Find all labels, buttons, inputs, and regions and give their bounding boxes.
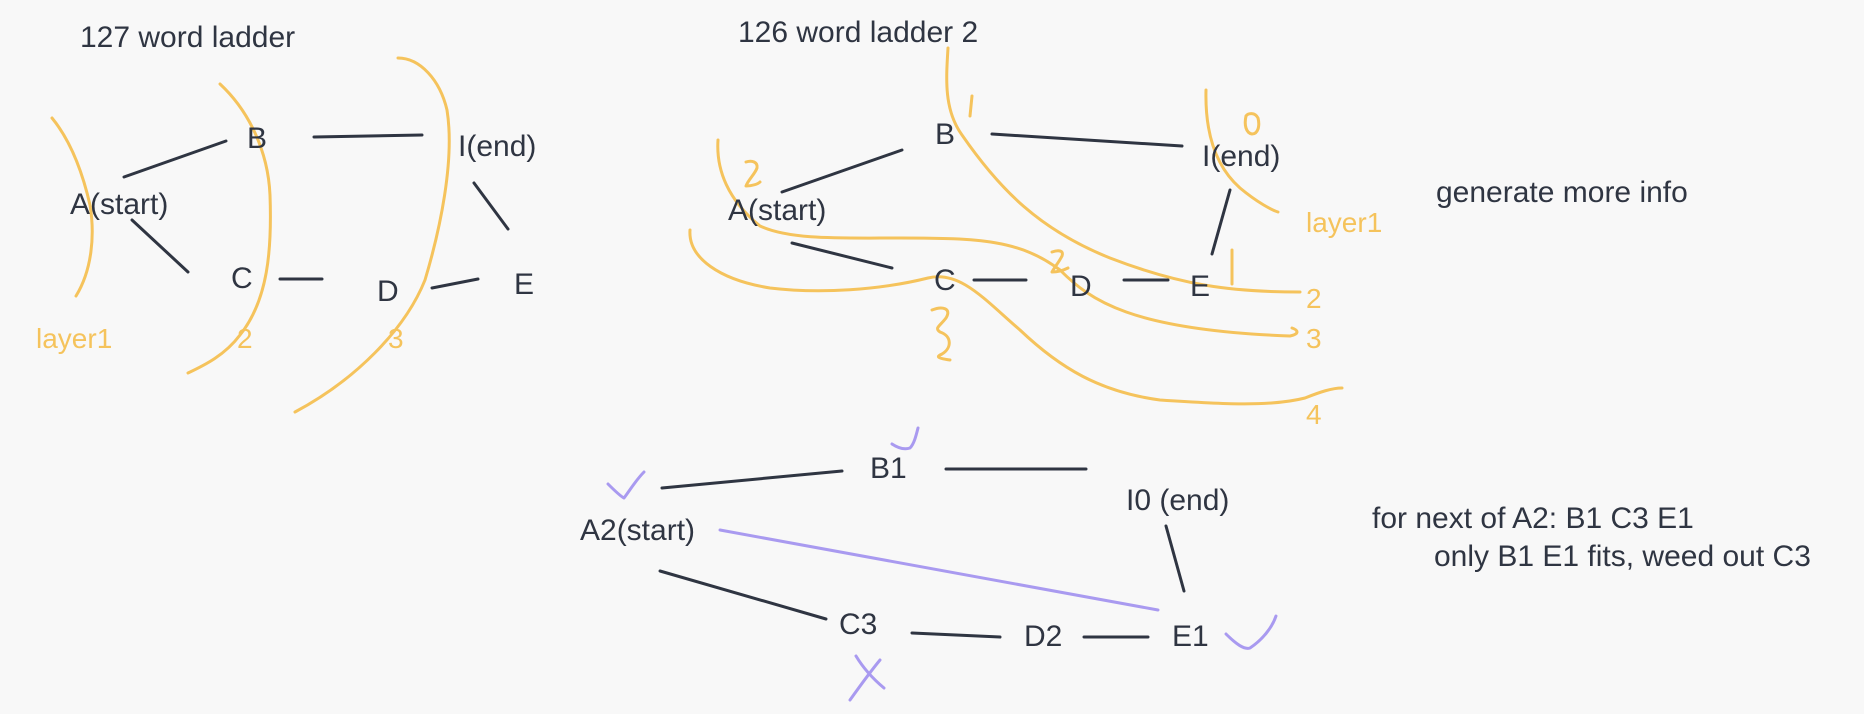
edge-a-c — [130, 218, 190, 274]
node-i-end: I(end) — [458, 130, 536, 163]
edge-a2-b1 — [660, 469, 844, 490]
layer1-zero-mark — [1243, 112, 1261, 136]
node-c3: C3 — [839, 608, 877, 641]
edge-a-c — [790, 241, 894, 270]
edge-a2-e1-highlight — [718, 528, 1160, 612]
layer-label-3: 3 — [1306, 323, 1322, 354]
node-e: E — [514, 268, 534, 301]
edge-d-e — [430, 277, 480, 290]
layer4-curve — [688, 228, 1344, 406]
edge-a2-c3 — [658, 569, 828, 621]
node-b: B — [935, 118, 955, 151]
diagram-word-ladder-2: 126 word ladder 2 A(start) B C D E I(end… — [688, 16, 1688, 430]
node-b: B — [247, 122, 267, 155]
node-e: E — [1190, 270, 1210, 303]
layer-label-2: 2 — [237, 323, 253, 354]
diagram2-title: 126 word ladder 2 — [738, 16, 978, 49]
layer1-curve — [1204, 88, 1280, 214]
handwritten-3-below-c — [930, 306, 952, 362]
layer3-curve — [716, 138, 1299, 338]
note-next-of-a2: for next of A2: B1 C3 E1 — [1372, 502, 1694, 535]
checkmark-b1 — [890, 426, 920, 451]
cross-mark-c3 — [848, 654, 886, 702]
checkmark-e1 — [1224, 614, 1278, 650]
edge-a-b — [122, 139, 228, 179]
handwritten-2-near-d — [1050, 249, 1070, 274]
node-d2: D2 — [1024, 620, 1062, 653]
layer-label-1: layer1 — [1306, 207, 1382, 238]
edge-i-e — [472, 181, 510, 231]
note-weed-out-c3: only B1 E1 fits, weed out C3 — [1434, 540, 1811, 573]
node-i0-end: I0 (end) — [1126, 484, 1229, 517]
node-b1: B1 — [870, 452, 907, 485]
node-c: C — [934, 264, 956, 297]
edge-i-e — [1210, 188, 1232, 256]
handwritten-1-near-a — [744, 159, 762, 188]
layer-mark-small — [968, 94, 974, 118]
layer2-curve — [945, 46, 1302, 294]
diagram-word-ladder-1: 127 word ladder A(start) B C D E I(end) … — [36, 21, 536, 414]
node-a-start: A(start) — [70, 188, 168, 221]
node-c: C — [231, 262, 253, 295]
diagram1-title: 127 word ladder — [80, 21, 295, 54]
node-a2-start: A2(start) — [580, 514, 695, 547]
node-d: D — [377, 275, 399, 308]
layer1-curve — [50, 116, 94, 298]
layer-label-4: 4 — [1306, 399, 1322, 430]
edge-a-b — [780, 148, 904, 194]
layer3-curve — [293, 56, 451, 414]
edge-c3-d2 — [910, 631, 1002, 639]
layer2-curve — [186, 82, 272, 375]
edge-i0-e1 — [1164, 524, 1186, 593]
note-generate-more-info: generate more info — [1436, 176, 1688, 209]
edge-b-i — [990, 132, 1184, 148]
layer-label-3: 3 — [388, 323, 404, 354]
node-i-end: I(end) — [1202, 140, 1280, 173]
edge-b-i — [312, 133, 424, 139]
layer-label-2: 2 — [1306, 283, 1322, 314]
node-a-start: A(start) — [728, 194, 826, 227]
diagram-word-ladder-3: A2(start) B1 C3 D2 E1 I0 (end) for next … — [580, 426, 1811, 702]
node-d: D — [1070, 270, 1092, 303]
node-e1: E1 — [1172, 620, 1209, 653]
layer-label-1: layer1 — [36, 323, 112, 354]
checkmark-a2 — [606, 470, 646, 500]
